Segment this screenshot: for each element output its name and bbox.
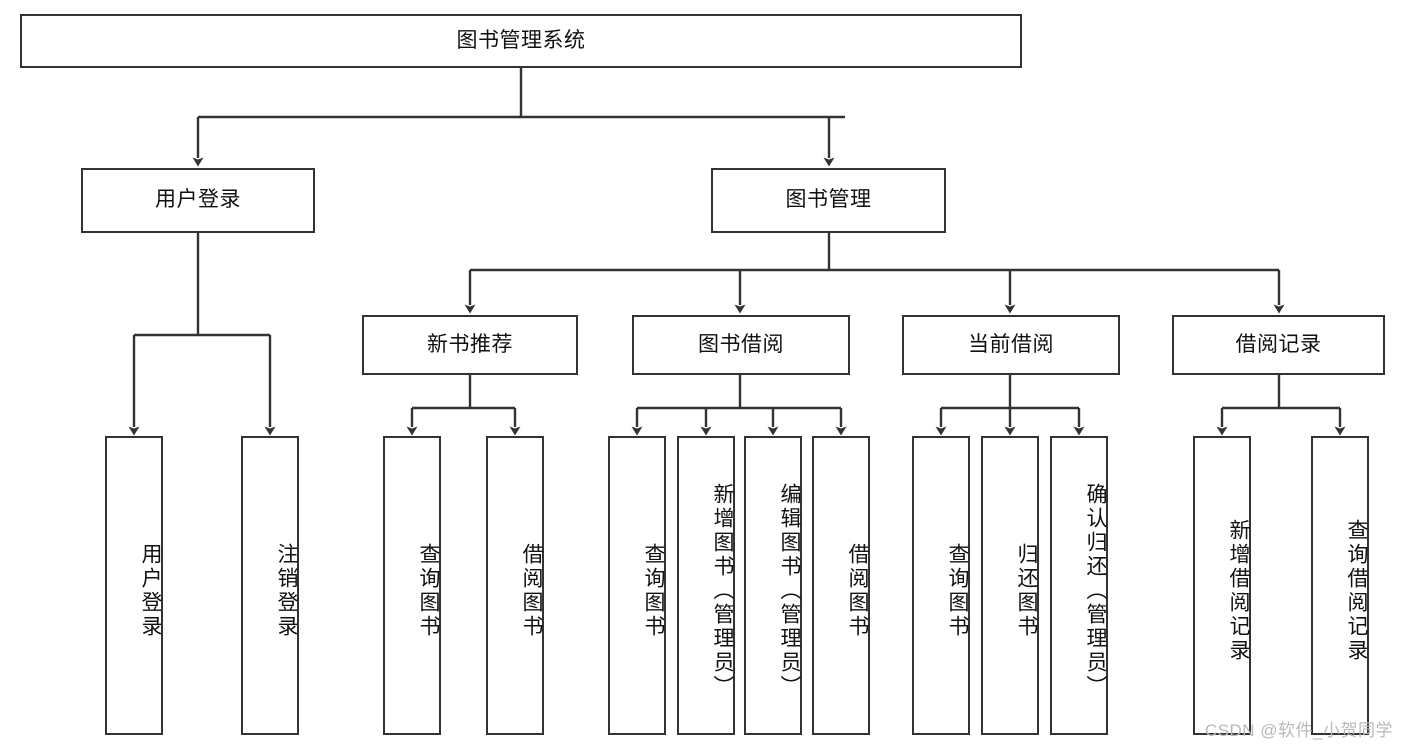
node-root-book-management-system[interactable]: 图书管理系统 xyxy=(20,14,1022,68)
node-user-login[interactable]: 用户登录 xyxy=(81,168,315,233)
node-book-management[interactable]: 图书管理 xyxy=(711,168,946,233)
node-label: 图书管理 xyxy=(785,188,872,212)
node-leaf-confirm-return-admin[interactable]: 确认归还（管理员） xyxy=(1050,436,1108,735)
node-label: 用户登录 xyxy=(139,542,162,639)
node-label: 图书管理系统 xyxy=(456,28,586,52)
node-label: 归还图书 xyxy=(1015,542,1038,639)
node-leaf-logout-login[interactable]: 注销登录 xyxy=(241,436,299,735)
node-leaf-add-borrow-record[interactable]: 新增借阅记录 xyxy=(1193,436,1251,735)
node-label: 注销登录 xyxy=(275,542,298,639)
node-label: 查询图书 xyxy=(642,542,665,639)
node-label: 新增图书（管理员） xyxy=(711,482,734,699)
node-label: 新增借阅记录 xyxy=(1227,518,1250,663)
node-leaf-borrow-book-recommend[interactable]: 借阅图书 xyxy=(486,436,544,735)
node-book-borrowing[interactable]: 图书借阅 xyxy=(632,315,850,375)
node-leaf-query-book-current[interactable]: 查询图书 xyxy=(912,436,970,735)
node-leaf-edit-book-admin[interactable]: 编辑图书（管理员） xyxy=(744,436,802,735)
node-label: 查询图书 xyxy=(417,542,440,639)
node-label: 用户登录 xyxy=(155,188,241,212)
node-label: 图书借阅 xyxy=(698,332,784,356)
node-current-borrowing[interactable]: 当前借阅 xyxy=(902,315,1120,375)
node-label: 查询图书 xyxy=(946,542,969,639)
node-label: 确认归还（管理员） xyxy=(1084,482,1107,699)
node-label: 借阅记录 xyxy=(1235,332,1322,356)
node-leaf-add-book-admin[interactable]: 新增图书（管理员） xyxy=(677,436,735,735)
node-label: 借阅图书 xyxy=(846,542,869,639)
node-label: 新书推荐 xyxy=(427,332,513,356)
node-label: 当前借阅 xyxy=(968,332,1054,356)
node-label: 借阅图书 xyxy=(520,542,543,639)
node-leaf-user-login[interactable]: 用户登录 xyxy=(105,436,163,735)
node-leaf-query-book-recommend[interactable]: 查询图书 xyxy=(383,436,441,735)
node-label: 编辑图书（管理员） xyxy=(778,482,801,699)
node-new-book-recommendation[interactable]: 新书推荐 xyxy=(362,315,578,375)
node-borrowing-record[interactable]: 借阅记录 xyxy=(1172,315,1385,375)
node-leaf-return-book[interactable]: 归还图书 xyxy=(981,436,1039,735)
watermark-text: CSDN @软件_小贺同学 xyxy=(1204,721,1393,740)
node-label: 查询借阅记录 xyxy=(1345,518,1368,663)
node-leaf-query-book-borrow[interactable]: 查询图书 xyxy=(608,436,666,735)
node-leaf-query-borrow-record[interactable]: 查询借阅记录 xyxy=(1311,436,1369,735)
node-leaf-borrow-book-borrow[interactable]: 借阅图书 xyxy=(812,436,870,735)
